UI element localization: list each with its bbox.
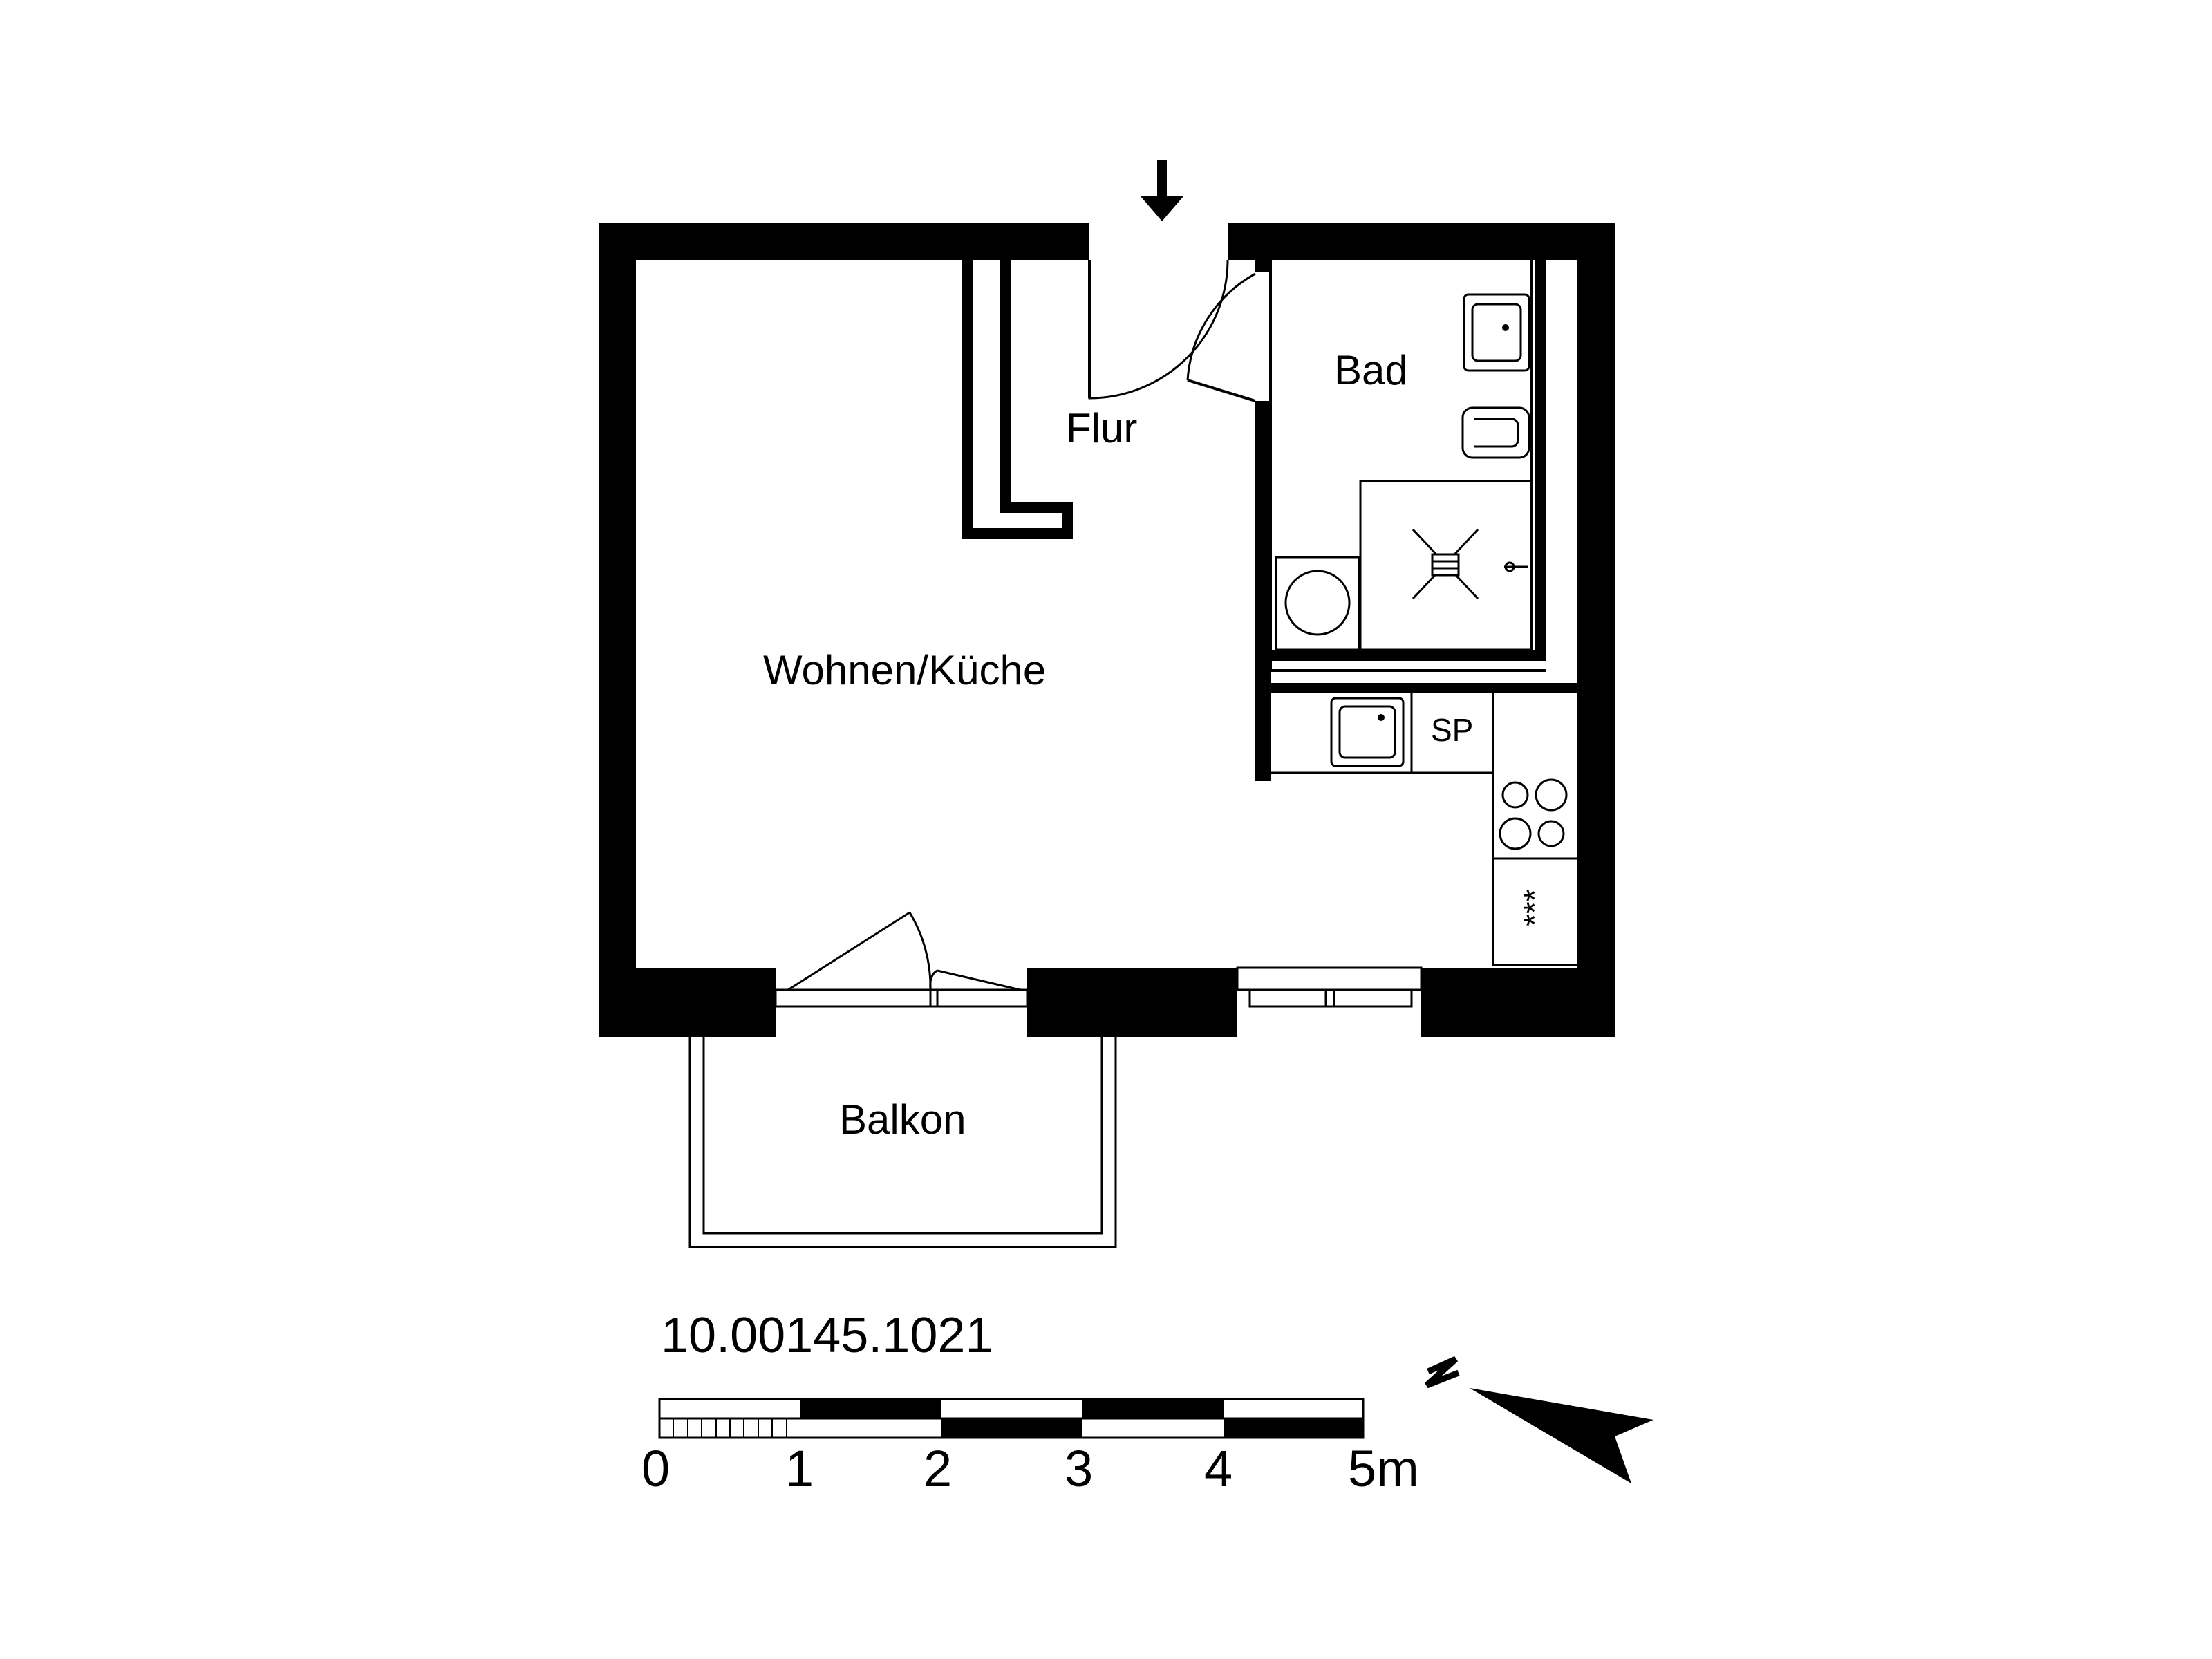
scale-subdivisions <box>673 1418 787 1438</box>
shower-icon <box>1359 480 1533 651</box>
dishwasher-label: SP <box>1431 712 1473 748</box>
washbasin-icon <box>1463 293 1530 372</box>
exterior-walls <box>599 223 1615 1037</box>
washing-machine-icon <box>1275 556 1360 651</box>
plan-id: 10.00145.1021 <box>661 1308 993 1363</box>
scale-tick-2: 2 <box>924 1440 952 1497</box>
scale-tick-5: 5m <box>1348 1440 1419 1497</box>
fridge-label: *** <box>1517 889 1553 926</box>
interior-walls <box>1255 260 1577 781</box>
entrance-door[interactable] <box>1088 259 1229 400</box>
scale-tick-4: 4 <box>1204 1440 1232 1497</box>
room-label-living-kitchen: Wohnen/Küche <box>763 647 1046 693</box>
scale-tick-3: 3 <box>1065 1440 1093 1497</box>
room-label-bath: Bad <box>1334 347 1408 393</box>
bath-door[interactable] <box>1186 272 1256 402</box>
window <box>1236 966 1423 1008</box>
scale-bar <box>658 1398 1365 1439</box>
room-label-hall: Flur <box>1066 405 1137 451</box>
scale-tick-0: 0 <box>641 1440 670 1497</box>
room-label-balcony: Balkon <box>839 1096 966 1143</box>
kitchen-sink-icon <box>1330 697 1405 767</box>
stove-icon <box>1499 778 1568 850</box>
balcony-door[interactable] <box>774 911 1029 1008</box>
toilet-icon <box>1461 406 1530 459</box>
kitchen-counter <box>1271 693 1577 966</box>
scale-tick-1: 1 <box>785 1440 814 1497</box>
scale-tick-labels: 0 1 2 3 4 5m <box>641 1440 1419 1497</box>
balcony-outline <box>688 1037 1117 1248</box>
shaft <box>962 260 1073 539</box>
north-arrow-icon <box>1424 1356 1653 1483</box>
entrance-arrow-icon <box>1141 160 1183 221</box>
